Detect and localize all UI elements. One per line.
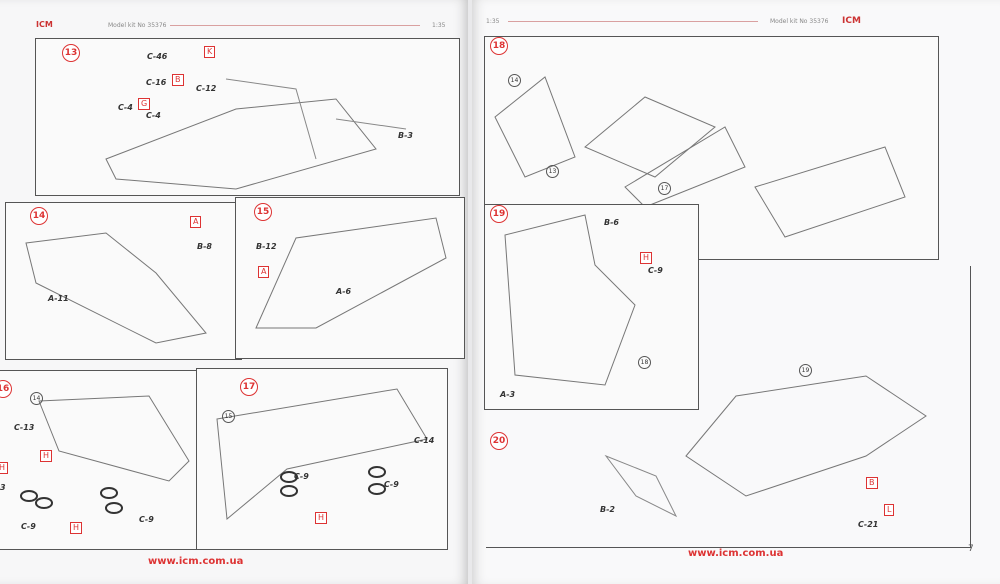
part-label: A-3: [500, 390, 516, 399]
kit-number: Model kit No 35376: [770, 18, 829, 25]
header-rule: [508, 21, 758, 22]
sub-assembly-ref: 15: [222, 410, 235, 423]
part-tag: A: [258, 266, 270, 278]
part-tag: A: [190, 216, 202, 228]
step-number: 19: [490, 205, 508, 223]
footer-url[interactable]: www.icm.com.ua: [688, 548, 784, 559]
part-tag: K: [204, 46, 216, 58]
step-number: 13: [62, 44, 80, 62]
part-tag: B: [866, 477, 878, 489]
part-label: B-3: [398, 131, 413, 140]
assembly-drawing: [504, 214, 636, 386]
icm-logo: ICM: [842, 16, 861, 26]
part-label: C-9: [294, 472, 309, 481]
sub-assembly-ref: 18: [638, 356, 651, 369]
part-label: C-9: [139, 515, 154, 524]
step-15-panel: [235, 197, 465, 359]
part-label: C-9: [648, 266, 663, 275]
part-label: C-9: [384, 480, 399, 489]
sub-assembly-ref: 17: [658, 182, 671, 195]
assembly-drawing: [20, 395, 190, 514]
step-number: 15: [254, 203, 272, 221]
part-tag: H: [640, 252, 653, 264]
part-tag: H: [70, 522, 83, 534]
assembly-drawing: [25, 232, 207, 344]
part-tag: G: [138, 98, 151, 110]
part-label: C-4: [118, 103, 133, 112]
assembly-drawing: [216, 388, 428, 520]
part-label: C-14: [414, 436, 435, 445]
part-label: B-12: [256, 242, 277, 251]
part-tag: L: [884, 504, 895, 516]
footer-url[interactable]: www.icm.com.ua: [148, 556, 244, 567]
step-19-panel: [484, 204, 699, 410]
assembly-drawing: [494, 76, 906, 238]
step-14-panel: [5, 202, 242, 360]
left-page: ICM Model kit No 35376 1:35 13 C-46 K C-…: [0, 0, 468, 584]
part-label: C-9: [21, 522, 36, 531]
part-label: C-16: [146, 78, 167, 87]
assembly-drawing: [105, 78, 407, 190]
assembly-drawing: [604, 375, 927, 518]
kit-number: Model kit No 35376: [108, 22, 167, 29]
part-label: B-2: [600, 505, 615, 514]
assembly-drawing: [255, 217, 447, 329]
part-tag: H: [40, 450, 53, 462]
page-number: 7: [968, 544, 974, 554]
step-number: 14: [30, 207, 48, 225]
icm-logo: ICM: [36, 20, 53, 29]
part-label: C-12: [196, 84, 217, 93]
sub-assembly-ref: 19: [799, 364, 812, 377]
sub-assembly-ref: 14: [508, 74, 521, 87]
part-tag: B: [172, 74, 184, 86]
sub-assembly-ref: 14: [30, 392, 43, 405]
part-label: B-8: [197, 242, 212, 251]
step-20-panel: [486, 266, 971, 548]
part-tag: H: [0, 462, 9, 474]
right-page: 1:35 Model kit No 35376 ICM 18 14 13 17 …: [472, 0, 1000, 584]
part-label: C-21: [858, 520, 879, 529]
part-label: C-13: [14, 423, 35, 432]
part-label: 3: [0, 483, 6, 492]
step-number: 20: [490, 432, 508, 450]
step-number: 17: [240, 378, 258, 396]
sub-assembly-ref: 13: [546, 165, 559, 178]
part-tag: H: [315, 512, 328, 524]
part-label: C-46: [147, 52, 168, 61]
step-number: 18: [490, 37, 508, 55]
part-label: A-6: [336, 287, 352, 296]
part-label: C-4: [146, 111, 161, 120]
part-label: A-11: [48, 294, 69, 303]
scale: 1:35: [432, 22, 446, 29]
scale: 1:35: [486, 18, 500, 25]
step-13-panel: [35, 38, 460, 196]
header-rule: [170, 25, 420, 26]
part-label: B-6: [604, 218, 619, 227]
